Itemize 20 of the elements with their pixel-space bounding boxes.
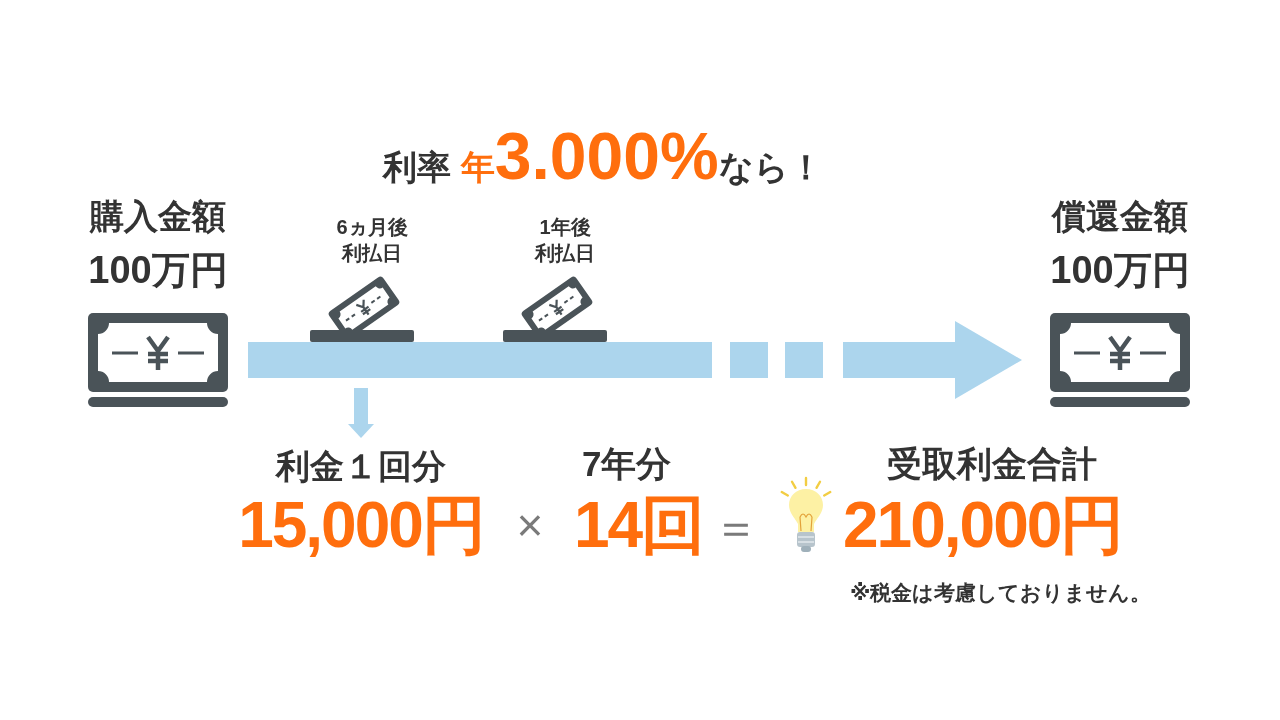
date-label: 利払日 bbox=[342, 241, 402, 266]
result-heading: 受取利金合計 bbox=[887, 443, 1097, 485]
date-label: 1年後 bbox=[539, 215, 591, 240]
amount-heading: 償還金額 bbox=[1052, 196, 1188, 237]
footnote: ※税金は考慮しておりません。 bbox=[850, 580, 1152, 606]
math-operator: × bbox=[516, 500, 544, 550]
amount-heading: 購入金額 bbox=[90, 196, 226, 237]
arrow bbox=[348, 388, 374, 438]
result-value: 14回 bbox=[574, 490, 704, 560]
amount-value: 100万円 bbox=[88, 248, 228, 293]
result-value: 210,000円 bbox=[843, 490, 1123, 560]
date-label: 6ヵ月後 bbox=[336, 215, 408, 240]
result-value: 15,000円 bbox=[238, 490, 484, 560]
amount-value: 100万円 bbox=[1050, 248, 1190, 293]
result-heading: 7年分 bbox=[582, 443, 672, 485]
diagram-title: 利率 年3.000%なら！ bbox=[383, 126, 823, 195]
result-heading: 利金１回分 bbox=[276, 446, 446, 487]
math-operator: ＝ bbox=[713, 502, 759, 552]
date-label: 利払日 bbox=[535, 241, 595, 266]
timeline-arrow bbox=[248, 321, 1022, 399]
